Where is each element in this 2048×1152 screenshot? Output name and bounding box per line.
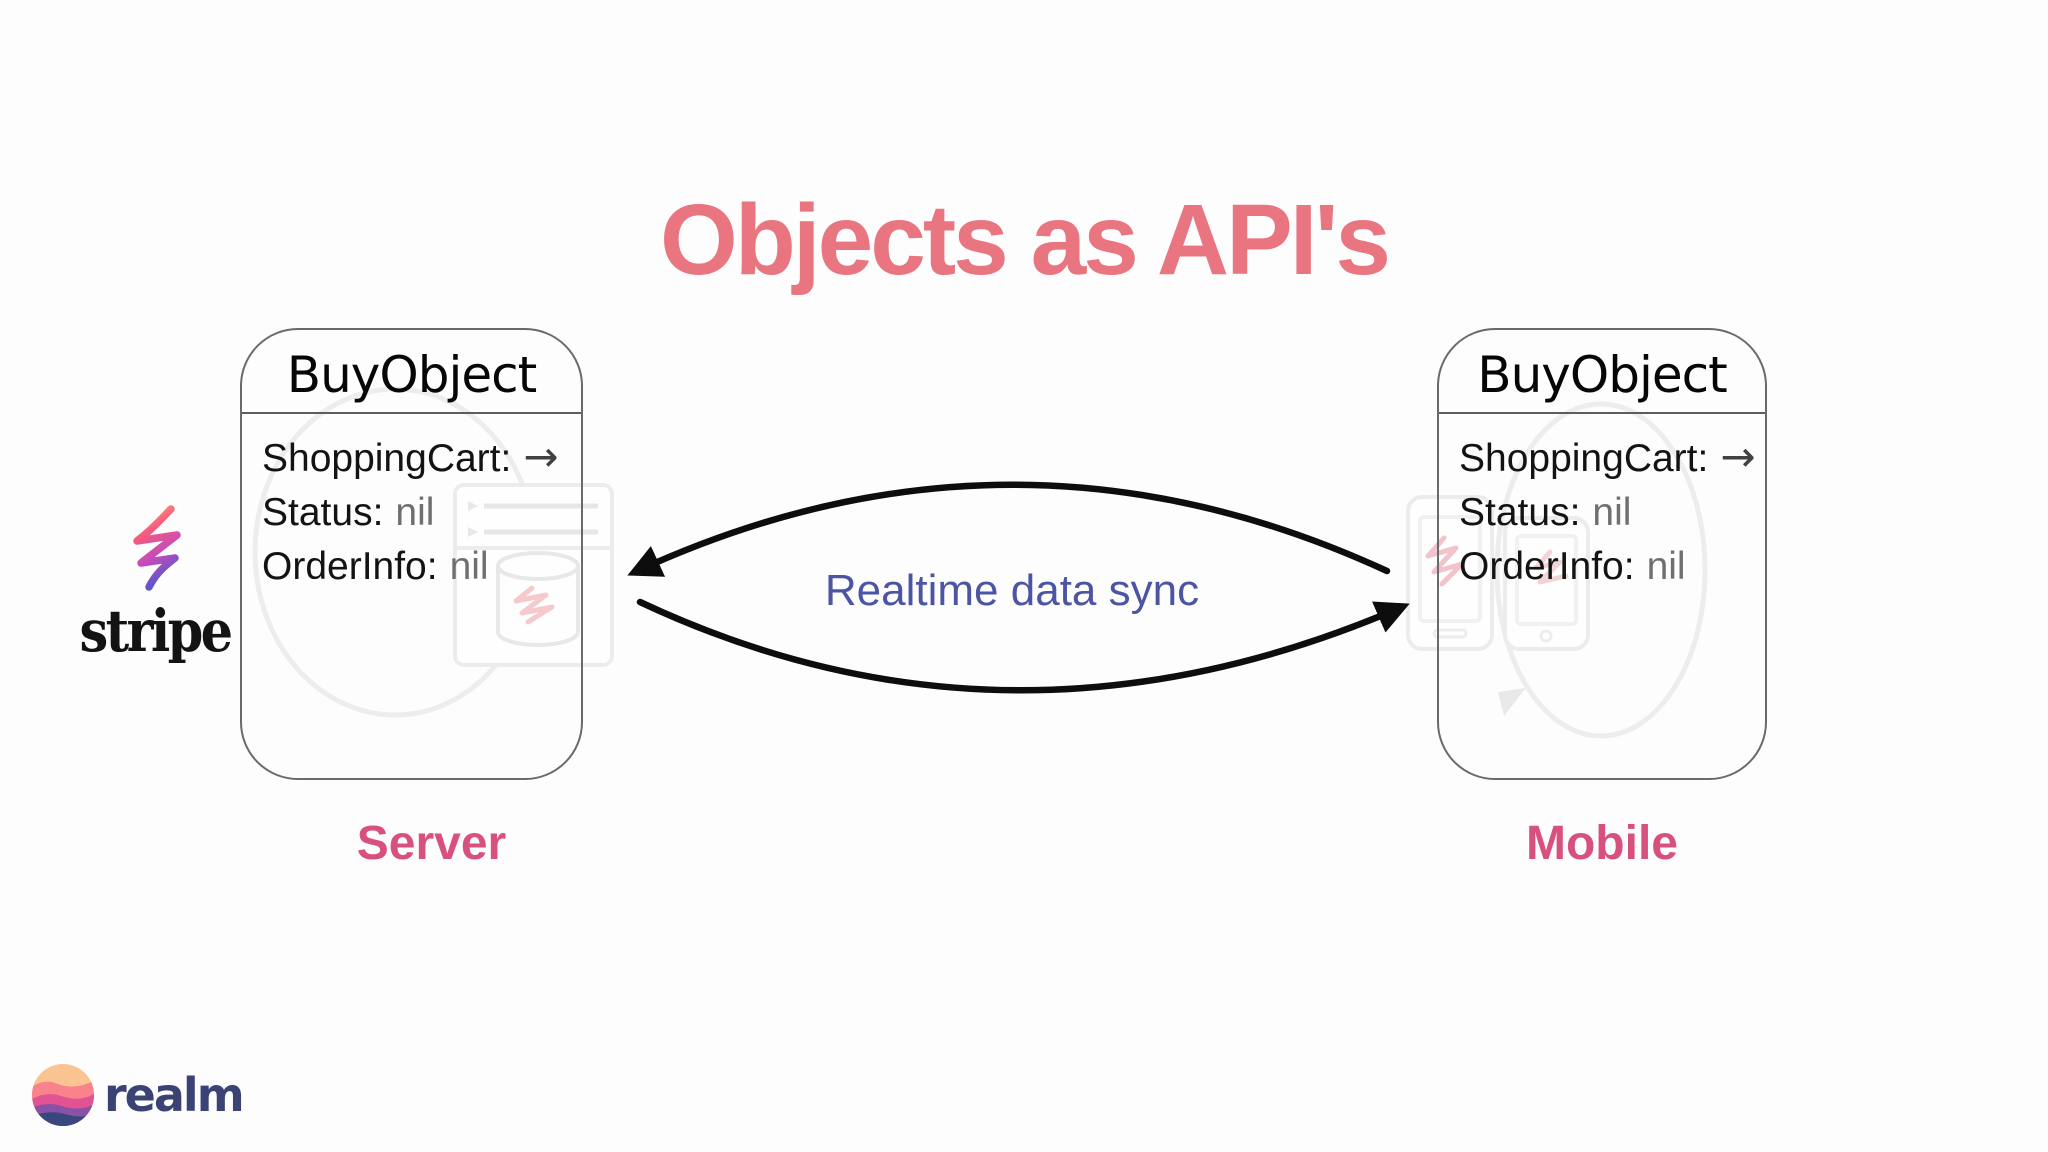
mobile-object-title: BuyObject [1477,346,1727,404]
property-label: Status: [262,491,384,534]
divider [242,412,581,414]
browser-database-loop-watermark-icon [252,386,614,718]
property-label: ShoppingCart: [262,437,512,480]
property-row: OrderInfo: nil [1459,540,1756,594]
sync-arrow-to-server [627,481,1391,577]
property-label: ShoppingCart: [1459,437,1709,480]
mobile-caption: Mobile [1526,817,1678,870]
property-row: ShoppingCart: → [1459,430,1756,486]
stripe-logo: stripe [60,505,250,665]
property-row: OrderInfo: nil [262,540,559,594]
property-row: Status: nil [1459,486,1756,540]
right-arrow-icon: → [1720,432,1756,481]
realm-logo: realm [32,1064,245,1126]
realm-wordmark: realm [104,1068,245,1122]
property-value: nil [1646,545,1686,588]
server-object-title: BuyObject [286,346,537,404]
property-row: Status: nil [262,486,559,540]
page-title: Objects as API's [660,184,1391,296]
stripe-zigzag-icon [133,505,181,591]
realm-gradient-circle-icon [32,1064,94,1126]
mobile-object-properties: ShoppingCart: → Status: nil OrderInfo: nil [1459,430,1756,594]
mobile-object-box: BuyObject ShoppingCart: → Status: nil Orde… [1437,328,1767,780]
property-label: Status: [1459,491,1581,534]
property-row: ShoppingCart: → [262,430,559,486]
phones-loop-watermark-icon [1406,401,1708,739]
server-object-properties: ShoppingCart: → Status: nil OrderInfo: nil [262,430,559,594]
property-value: nil [1592,491,1632,534]
server-object-box: BuyObject ShoppingCart: → Status: nil Orde… [240,328,583,780]
property-label: OrderInfo: [262,545,438,588]
stripe-wordmark: stripe [79,597,234,665]
property-value: nil [395,491,435,534]
right-arrow-icon: → [523,432,559,481]
property-value: nil [449,545,489,588]
property-label: OrderInfo: [1459,545,1635,588]
sync-arrow-to-mobile [636,598,1410,694]
divider [1439,412,1765,414]
sync-label: Realtime data sync [824,566,1200,615]
server-caption: Server [356,817,507,870]
bidirectional-curved-arrows-icon [627,481,1410,694]
